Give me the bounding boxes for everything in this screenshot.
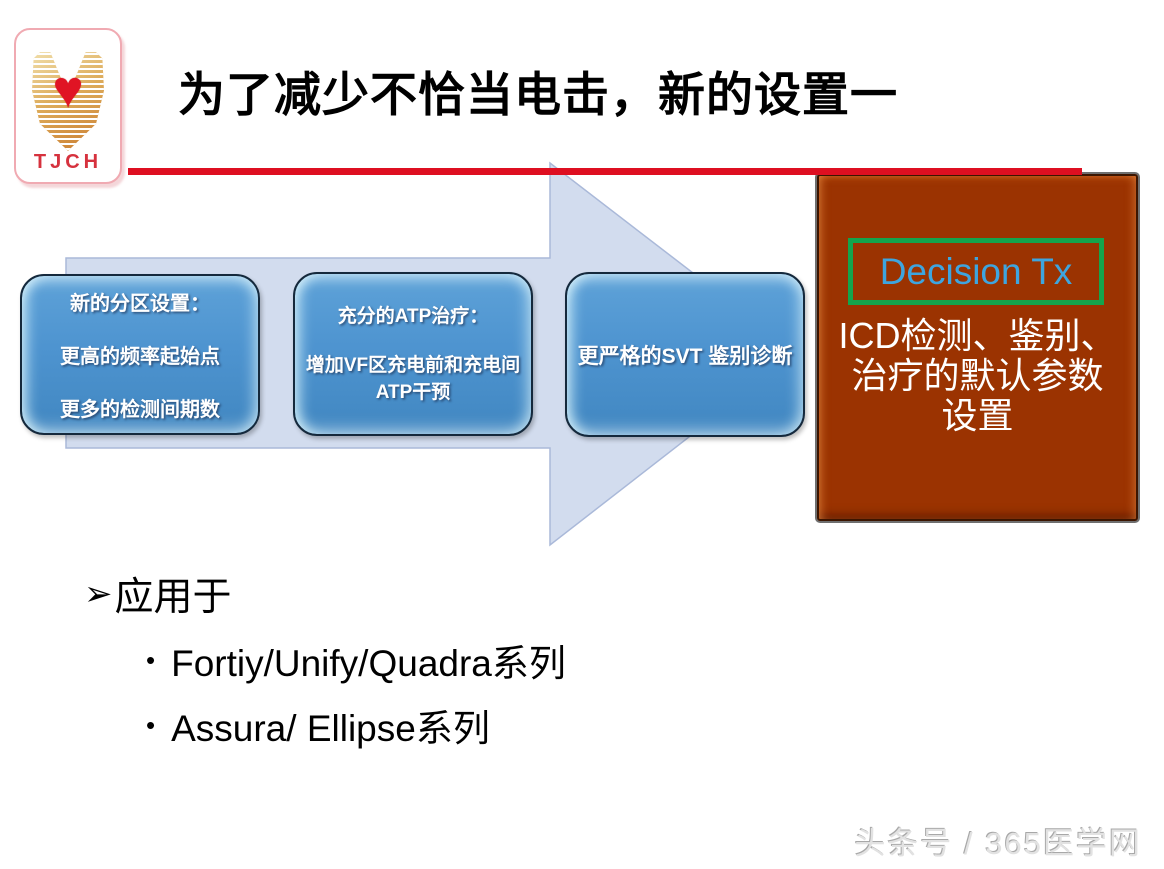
- result-line: 设置: [941, 395, 1014, 436]
- bullet-heading-label: 应用于: [114, 576, 232, 619]
- process-step-2: 充分的ATP治疗： 增加VF区充电前和充电间 ATP干预: [293, 272, 533, 436]
- result-line: ICD检测、鉴别、: [838, 315, 1117, 356]
- result-description: ICD检测、鉴别、 治疗的默认参数 设置: [817, 316, 1138, 436]
- heart-icon: ♥: [52, 61, 84, 119]
- process-step-3: 更严格的SVT 鉴别诊断: [565, 272, 805, 437]
- step-2-line: ATP干预: [375, 381, 451, 403]
- step-3-line: 更严格的SVT 鉴别诊断: [577, 344, 793, 368]
- bullet-item: • Assura/ Ellipse系列: [146, 698, 566, 752]
- step-2-heading: 充分的ATP治疗：: [337, 305, 489, 327]
- bullet-item-label: Assura/ Ellipse系列: [171, 708, 490, 749]
- dot-bullet-icon: •: [146, 644, 156, 675]
- process-step-1: 新的分区设置： 更高的频率起始点 更多的检测间期数: [20, 274, 260, 435]
- step-1-line: 更多的检测间期数: [60, 399, 220, 421]
- dot-bullet-icon: •: [146, 709, 156, 740]
- step-1-line: 更高的频率起始点: [60, 346, 220, 368]
- result-box: Decision Tx ICD检测、鉴别、 治疗的默认参数 设置: [815, 172, 1140, 523]
- slide-title: 为了减少不恰当电击，新的设置一: [178, 68, 898, 121]
- bullet-item-label: Fortiy/Unify/Quadra系列: [171, 643, 566, 684]
- bullet-heading: ➢ 应用于: [84, 566, 566, 622]
- bullet-list: ➢ 应用于 • Fortiy/Unify/Quadra系列 • Assura/ …: [84, 566, 566, 752]
- step-2-line: 增加VF区充电前和充电间: [305, 354, 521, 376]
- arrow-bullet-icon: ➢: [84, 575, 113, 613]
- bullet-item: • Fortiy/Unify/Quadra系列: [146, 633, 566, 687]
- watermark: 头条号 / 365医学网: [854, 826, 1142, 861]
- decision-tx-badge: Decision Tx: [848, 238, 1104, 305]
- result-line: 治疗的默认参数: [851, 355, 1104, 396]
- hospital-logo: ♥ TJCH: [14, 28, 122, 184]
- logo-text: TJCH: [33, 151, 103, 173]
- title-underline: [128, 168, 1082, 175]
- step-1-line: 新的分区设置：: [70, 293, 210, 315]
